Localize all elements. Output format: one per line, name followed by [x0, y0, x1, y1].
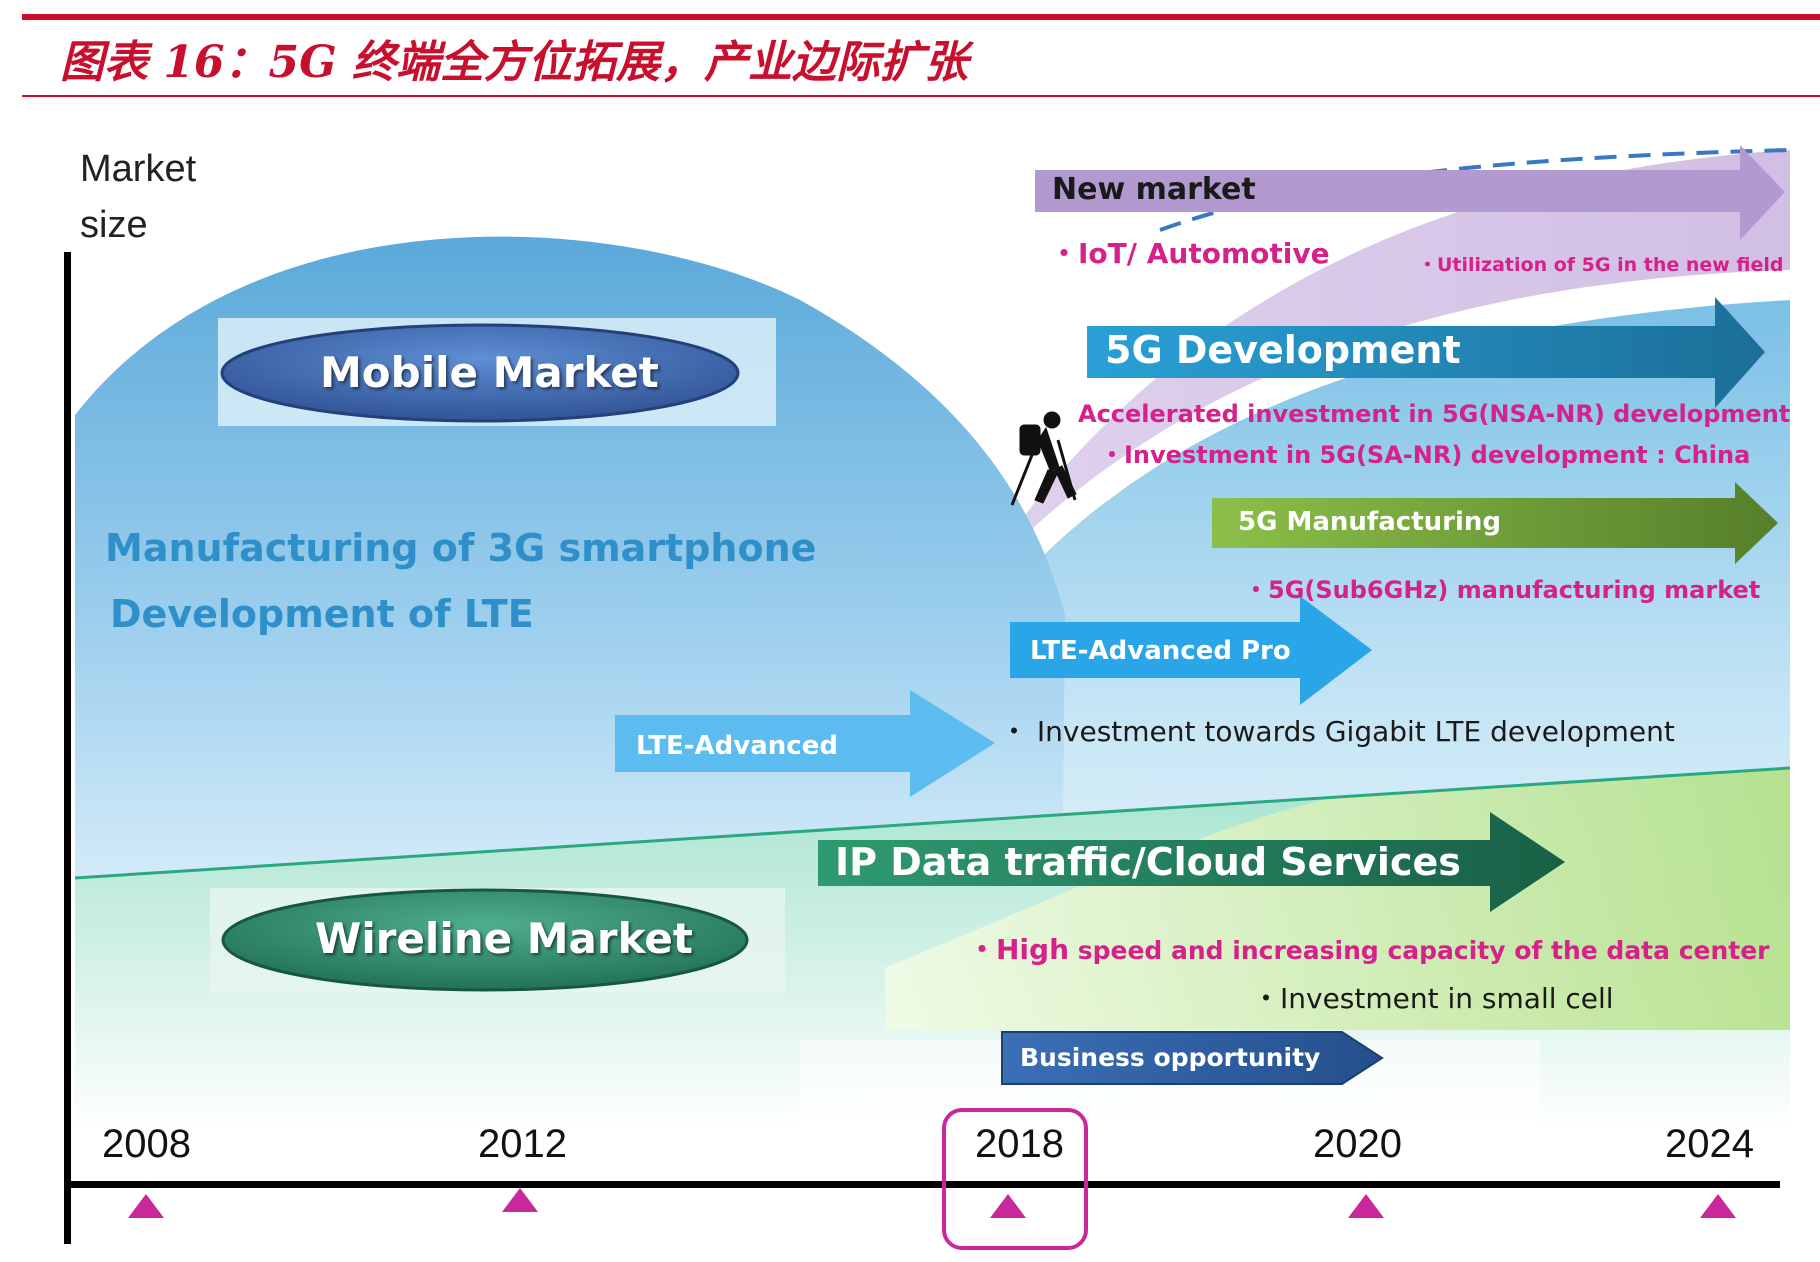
- new-market-note1: ・IoT/ Automotive: [1050, 237, 1330, 270]
- year-marker-2024: [1700, 1194, 1736, 1218]
- 5g-manufacturing-arrow: [1212, 482, 1778, 564]
- mobile-note-line1: Manufacturing of 3G smartphone: [105, 526, 817, 570]
- wireline-market-pill: [221, 888, 749, 992]
- business-opportunity-label: Business opportunity: [1020, 1043, 1321, 1072]
- ip-data-arrow: [818, 812, 1565, 912]
- 5g-development-label: 5G Development: [1105, 328, 1461, 372]
- year-marker-2018: [990, 1194, 1026, 1218]
- year-label-2008: 2008: [102, 1122, 191, 1166]
- lte-advanced-pro-label: LTE-Advanced Pro: [1030, 636, 1291, 666]
- 5g-development-arrow: [1087, 297, 1765, 408]
- mobile-market-pill: [220, 323, 740, 423]
- lte-advanced-note1: ・ Investment towards Gigabit LTE develop…: [1000, 715, 1675, 748]
- y-axis-title-line2: size: [80, 204, 148, 246]
- 5g-manufacturing-label: 5G Manufacturing: [1238, 507, 1501, 537]
- y-axis: [64, 252, 71, 1244]
- ip-data-note1-rest: speed and increasing capacity of the dat…: [1069, 936, 1770, 965]
- wireline-market-label: Wireline Market: [315, 914, 693, 963]
- ip-data-note1-bold: ・High: [968, 933, 1070, 966]
- lte-advanced-label: LTE-Advanced: [636, 731, 838, 761]
- 5g-manufacturing-note1: ・5G(Sub6GHz) manufacturing market: [1244, 576, 1761, 604]
- figure-title: 图表 16：5G 终端全方位拓展，产业边际扩张: [60, 37, 969, 88]
- year-label-2024: 2024: [1665, 1122, 1754, 1166]
- 5g-development-note1: Accelerated investment in 5G(NSA-NR) dev…: [1078, 400, 1791, 428]
- year-label-2012: 2012: [478, 1122, 567, 1166]
- year-marker-2008: [128, 1194, 164, 1218]
- year-marker-2012: [502, 1188, 538, 1212]
- new-market-band: [1010, 150, 1790, 540]
- mobile-note-line2: Development of LTE: [110, 592, 534, 636]
- year-label-2020: 2020: [1313, 1122, 1402, 1166]
- year-marker-2020: [1348, 1194, 1384, 1218]
- title-top-rule: [22, 14, 1820, 20]
- wireline-trend-line: [74, 766, 1791, 880]
- ip-data-label: IP Data traffic/Cloud Services: [835, 840, 1461, 884]
- lte-advanced-pro-arrow: [1010, 596, 1372, 705]
- new-market-arrow: [1035, 145, 1785, 240]
- mobile-market-label: Mobile Market: [320, 348, 659, 397]
- lte-advanced-arrow: [615, 690, 995, 797]
- ip-data-note1: ・High speed and increasing capacity of t…: [968, 928, 1770, 968]
- new-market-label: New market: [1052, 172, 1256, 207]
- business-opportunity-arrow: [1001, 1031, 1384, 1085]
- 5g-development-note2: ・Investment in 5G(SA-NR) development : C…: [1100, 441, 1751, 469]
- ip-data-note2: ・Investment in small cell: [1252, 982, 1614, 1015]
- year-label-2018: 2018: [975, 1122, 1064, 1166]
- new-market-note2: ・Utilization of 5G in the new field: [1418, 254, 1784, 276]
- title-bottom-rule: [22, 95, 1820, 97]
- x-axis: [64, 1181, 1780, 1188]
- cloud-growth-region: [885, 768, 1790, 1030]
- y-axis-title-line1: Market: [80, 148, 197, 190]
- highlight-2018-box: [942, 1108, 1088, 1250]
- hiker-icon: [1010, 411, 1077, 506]
